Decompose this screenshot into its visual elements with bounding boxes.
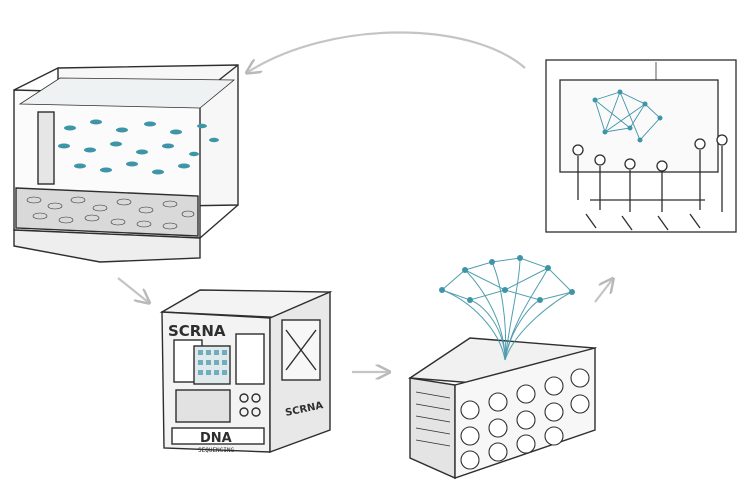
sequencer-machine-icon: [159, 289, 333, 454]
network-graph: [441, 257, 573, 361]
research-team-icon: [545, 59, 737, 233]
fish-tank-icon: [13, 64, 239, 263]
server-network-icon: [407, 337, 597, 480]
whiteboard-nodes: [592, 89, 663, 143]
fish-school: [58, 119, 219, 175]
sequencer-bottom-sublabel: SEQUENCING: [198, 447, 235, 454]
arrow-team-to-aquarium: [248, 31, 526, 72]
whiteboard-network: [594, 91, 661, 141]
arrow-compute-to-team: [594, 280, 612, 303]
arrow-aquarium-to-sequencer: [117, 277, 148, 302]
sequencer-grid: [198, 350, 227, 375]
sequencer-bottom-label: DNA: [200, 431, 232, 446]
network-nodes: [439, 255, 575, 303]
sequencer-front-label: SCRNA: [168, 322, 226, 340]
